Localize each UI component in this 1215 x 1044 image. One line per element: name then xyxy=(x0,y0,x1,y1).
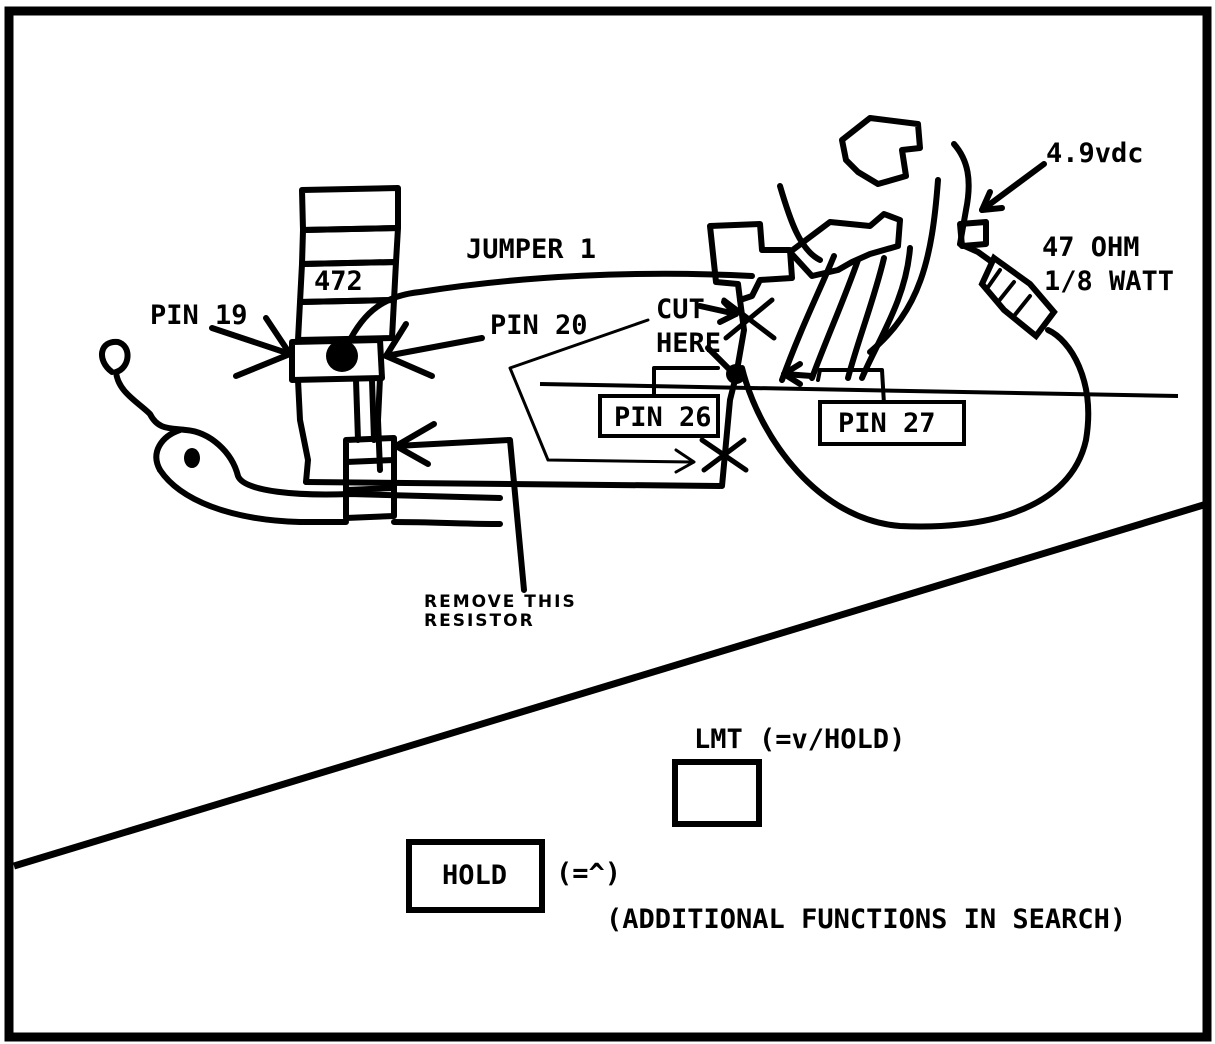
chip-assembly xyxy=(289,185,401,521)
lmt-key[interactable] xyxy=(672,759,762,827)
lmt-label: LMT (=v/HOLD) xyxy=(694,724,905,755)
ohm-label-line2: 1/8 WATT xyxy=(1044,266,1174,297)
pin-26-label: PIN 26 xyxy=(614,402,712,433)
cut-here-pointer xyxy=(508,318,694,464)
pin-20-label: PIN 20 xyxy=(490,310,588,341)
jumper-1-wire xyxy=(341,270,755,355)
lug-hole xyxy=(184,448,200,468)
pcb-trace xyxy=(539,382,1179,398)
cut-marks xyxy=(699,297,777,473)
ohm-label-line1: 47 OHM xyxy=(1042,232,1140,263)
additional-functions-note: (ADDITIONAL FUNCTIONS IN SEARCH) xyxy=(606,904,1126,935)
hold-note: (=^) xyxy=(556,858,621,889)
jumper-label: JUMPER 1 xyxy=(466,234,596,265)
pin-26-bracket xyxy=(652,366,720,398)
voltage-label: 4.9vdc xyxy=(1046,138,1144,169)
pin-19-20-junction xyxy=(326,340,358,372)
pin-27-bracket-left xyxy=(816,368,822,382)
cut-here-pointer-head xyxy=(674,448,696,474)
outer-frame xyxy=(4,6,1212,1042)
annotation-arrows xyxy=(209,161,1047,593)
pin-27-bracket xyxy=(818,368,886,406)
pin-26-box xyxy=(598,394,720,438)
hold-label: HOLD xyxy=(442,860,507,891)
hold-key[interactable] xyxy=(406,839,545,913)
cut-label: CUT xyxy=(656,294,705,325)
diagonal-divider xyxy=(12,499,1212,870)
pin-27-box xyxy=(818,400,966,446)
remove-label-line1: REMOVE THIS xyxy=(424,592,577,612)
ohm-resistor xyxy=(951,141,1058,341)
pin-19-label: PIN 19 xyxy=(150,300,248,331)
remove-label-line2: RESISTOR xyxy=(424,611,535,631)
here-label: HERE xyxy=(656,328,721,359)
chip-code-label: 472 xyxy=(314,266,363,297)
pin-27-label: PIN 27 xyxy=(838,408,936,439)
